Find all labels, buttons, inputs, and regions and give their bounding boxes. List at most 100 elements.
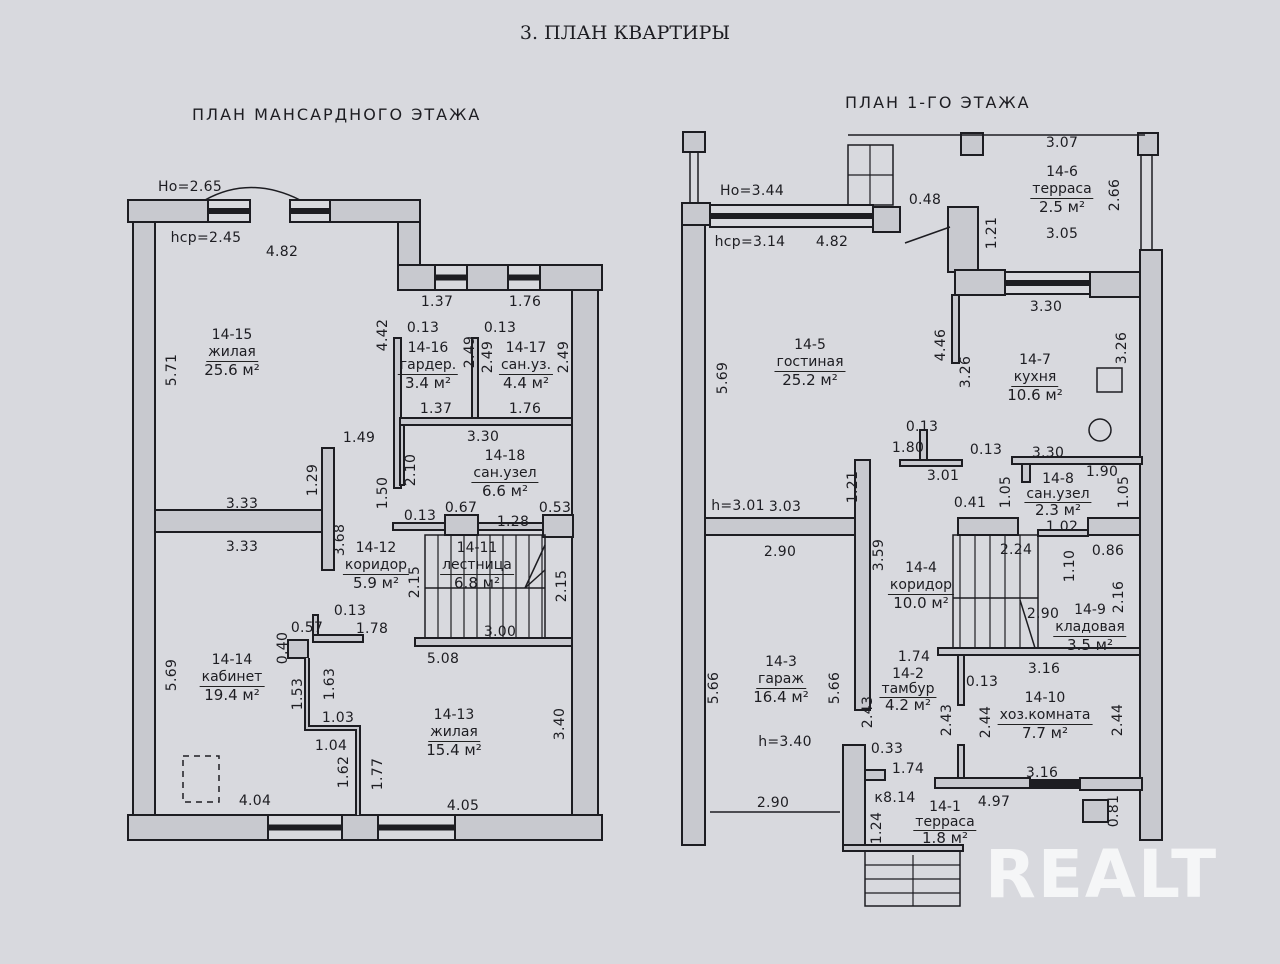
- room-number: 14-15: [211, 327, 253, 343]
- height-label: Hо=2.65: [157, 179, 223, 195]
- room-area: 5.9 м²: [353, 574, 399, 592]
- wall: [934, 777, 1031, 789]
- door-swing: [904, 226, 951, 244]
- wall: [947, 206, 979, 273]
- room-number: 14-1: [929, 799, 961, 815]
- wall: [872, 206, 901, 233]
- dimension-label: 1.50: [375, 476, 391, 510]
- room-number: 14-6: [1046, 164, 1078, 180]
- dimension-label: 1.29: [305, 463, 321, 497]
- window-glass: [1005, 280, 1090, 286]
- dimension-label: 3.03: [768, 499, 802, 515]
- wall: [132, 221, 156, 841]
- dimension-label: 3.30: [466, 429, 500, 445]
- room-area: 3.5 м²: [1067, 636, 1113, 654]
- room-number: 14-2: [892, 666, 924, 682]
- room-number: 14-9: [1074, 602, 1106, 618]
- wall: [571, 289, 599, 826]
- dimension-label: 1.74: [897, 649, 931, 665]
- room-area: 4.2 м²: [885, 696, 931, 714]
- wall: [321, 447, 335, 571]
- dimension-label: 2.43: [860, 695, 876, 729]
- height-label: hср=2.45: [170, 230, 242, 246]
- wall: [393, 337, 402, 489]
- dimension-label: 1.05: [1116, 475, 1132, 509]
- wall: [341, 814, 379, 841]
- stair-arrow: [524, 544, 546, 589]
- dimension-label: 1.74: [891, 761, 925, 777]
- dimension-label: 1.63: [322, 667, 338, 701]
- room-area: 19.4 м²: [204, 686, 260, 704]
- dimension-label: 5.08: [426, 651, 460, 667]
- left-plan-title: ПЛАН МАНСАРДНОГО ЭТАЖА: [192, 105, 482, 124]
- dimension-label: 1.24: [869, 811, 885, 845]
- dimension-label: 2.43: [939, 703, 955, 737]
- dimension-label: 5.71: [164, 353, 180, 387]
- wall: [951, 294, 960, 364]
- dimension-label: 2.66: [1107, 178, 1123, 212]
- sink-icon: [1088, 418, 1112, 442]
- dimension-label: 1.37: [419, 401, 453, 417]
- room-number: 14-4: [905, 560, 937, 576]
- wall: [287, 639, 309, 659]
- wall: [704, 517, 871, 536]
- dimension-label: к8.14: [874, 790, 916, 806]
- room-name: кладовая: [1053, 619, 1127, 637]
- dimension-label: 1.76: [508, 294, 542, 310]
- dimension-label: 3.00: [483, 624, 517, 640]
- wall: [399, 424, 405, 486]
- wall: [397, 221, 421, 268]
- room-number: 14-18: [484, 448, 526, 464]
- room-number: 14-17: [505, 340, 547, 356]
- wall: [154, 509, 331, 533]
- dimension-label: 0.40: [275, 631, 291, 665]
- room-name: гостиная: [774, 354, 846, 372]
- dimension-label: 0.13: [406, 320, 440, 336]
- room-area: 25.6 м²: [204, 361, 260, 379]
- partition-wall-fill: [306, 658, 359, 815]
- room-area: 15.4 м²: [426, 741, 482, 759]
- wall: [466, 264, 509, 291]
- wall: [127, 199, 209, 223]
- stairs: [952, 534, 1039, 649]
- window-glass: [208, 208, 250, 214]
- wall: [957, 517, 1019, 536]
- room-area: 3.4 м²: [405, 374, 451, 392]
- room-area: 2.5 м²: [1039, 198, 1085, 216]
- room-area: 1.8 м²: [922, 829, 968, 847]
- dimension-label: 0.41: [953, 495, 987, 511]
- dimension-label: 3.40: [552, 707, 568, 741]
- wall: [842, 744, 866, 851]
- dimension-label: 0.13: [905, 419, 939, 435]
- dimension-label: 0.33: [870, 741, 904, 757]
- room-name: тамбур: [879, 681, 937, 698]
- wall: [864, 769, 886, 781]
- dimension-label: 2.49: [462, 335, 478, 369]
- realt-watermark: REALT: [985, 836, 1219, 913]
- room-number: 14-16: [407, 340, 449, 356]
- wall: [399, 417, 573, 426]
- room-area: 16.4 м²: [753, 688, 809, 706]
- dimension-label: 1.04: [314, 738, 348, 754]
- dimension-label: 0.86: [1091, 543, 1125, 559]
- dimension-label: 0.13: [969, 442, 1003, 458]
- dimension-label: 1.80: [891, 440, 925, 456]
- room-area: 25.2 м²: [782, 371, 838, 389]
- dimension-label: 2.49: [480, 340, 496, 374]
- wall: [960, 132, 984, 156]
- room-number: 14-14: [211, 652, 253, 668]
- room-name: сан.узел: [471, 465, 539, 483]
- dimension-label: 2.44: [1110, 703, 1126, 737]
- room-number: 14-13: [433, 707, 475, 723]
- dimension-label: 5.69: [715, 361, 731, 395]
- dimension-label: 0.48: [908, 192, 942, 208]
